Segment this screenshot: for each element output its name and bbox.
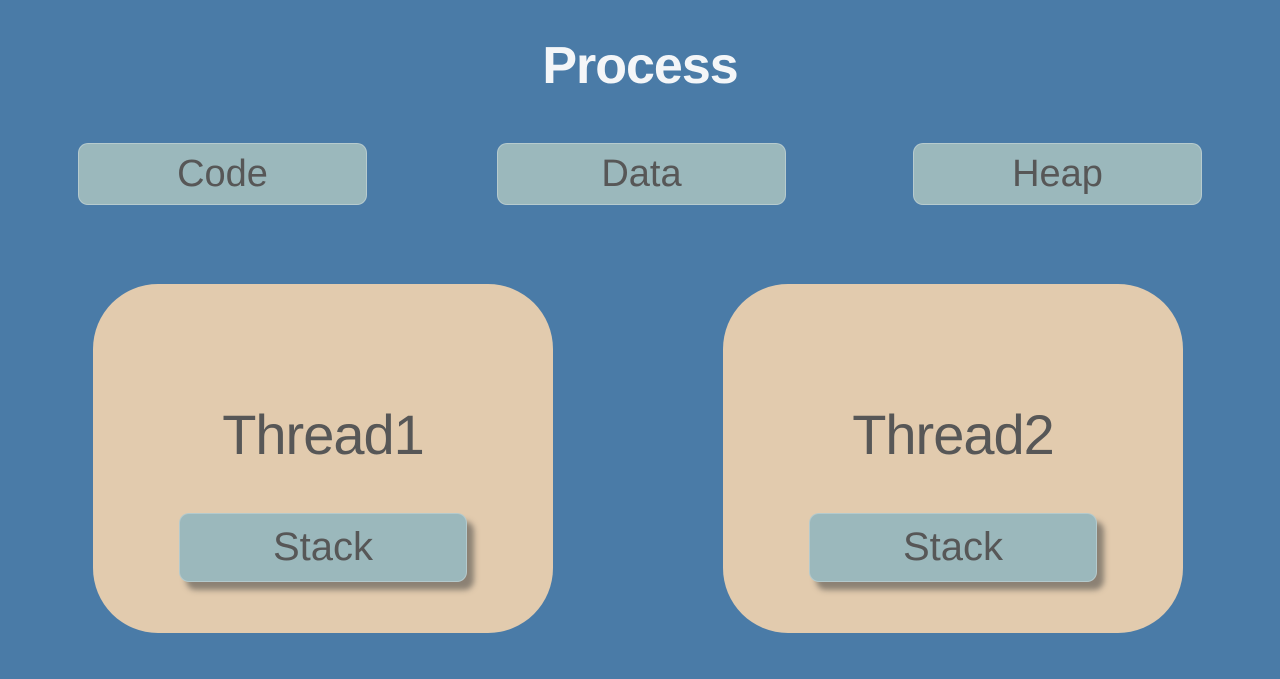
- code-section-label: Code: [177, 152, 268, 195]
- thread2-card: Thread2 Stack: [723, 284, 1183, 633]
- heap-section-box: Heap: [913, 143, 1202, 205]
- thread1-stack-label: Stack: [272, 525, 374, 569]
- thread1-label: Thread1: [222, 403, 425, 466]
- thread1-card: Thread1 Stack: [93, 284, 553, 633]
- heap-section-label: Heap: [1012, 152, 1103, 195]
- thread2-label: Thread2: [852, 403, 1055, 466]
- thread2-stack-label: Stack: [902, 525, 1004, 569]
- data-section-box: Data: [497, 143, 786, 205]
- data-section-label: Data: [601, 152, 682, 195]
- thread2-stack-box: Stack: [809, 513, 1097, 582]
- process-title: Process: [542, 37, 738, 95]
- code-section-box: Code: [78, 143, 367, 205]
- thread1-stack-box: Stack: [179, 513, 467, 582]
